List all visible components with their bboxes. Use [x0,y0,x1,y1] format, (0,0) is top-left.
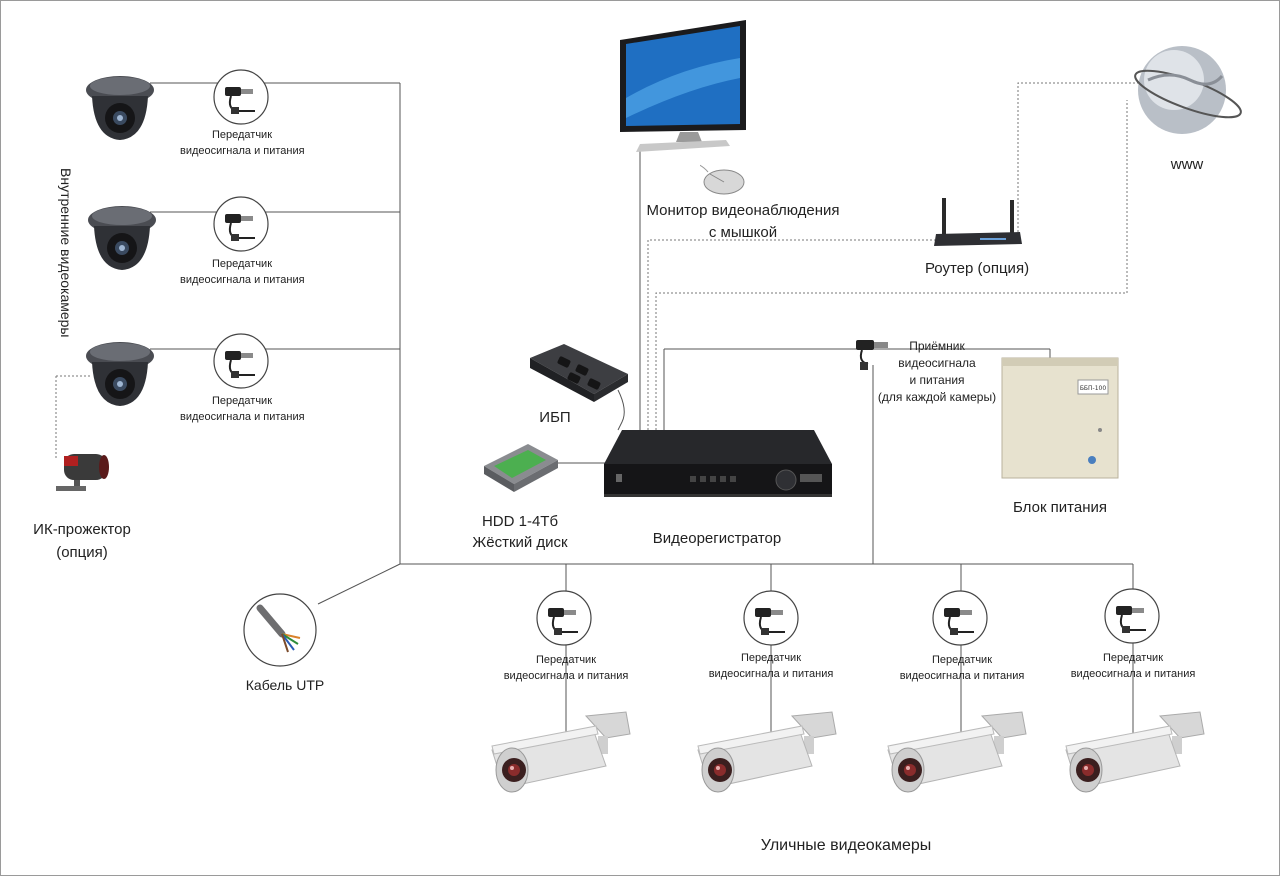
mouse-icon [700,164,745,195]
utp-cable-icon [243,593,317,667]
transmitter-label: Передатчик видеосигнала и питания [502,652,630,684]
outdoor-cameras-caption: Уличные видеокамеры [760,837,932,854]
bullet-camera-icon [697,711,837,793]
balun-icon [213,196,269,252]
transmitter-label-line2: видеосигнала и питания [503,670,629,682]
indoor-cameras-caption: Внутренние видеокамеры [58,168,74,338]
www-label: www [1170,156,1204,173]
utp-cable-label: Кабель UTP [245,677,325,693]
transmitter-label-line1: Передатчик [211,258,273,270]
power-box-icon: ББП-100 [1001,357,1119,479]
balun-icon [536,590,592,646]
balun-icon [213,69,269,125]
bullet-camera-icon [887,711,1027,793]
dome-camera-icon [86,342,154,406]
monitor-icon [620,20,746,152]
balun-icon [856,340,888,370]
receiver-label-line1: Приёмник [909,339,965,353]
transmitter-label-line1: Передатчик [1102,652,1164,664]
transmitter-label: Передатчик видеосигнала и питания [707,650,835,682]
transmitter-label: Передатчик видеосигнала и питания [180,127,305,159]
receiver-label-line3: и питания [909,373,965,387]
ups-icon [530,344,628,402]
balun-icon [743,590,799,646]
transmitter-label-line1: Передатчик [740,652,802,664]
transmitter-label: Передатчик видеосигнала и питания [1068,650,1198,682]
monitor-label-line2: с мышкой [708,224,778,241]
balun-icon [932,590,988,646]
hdd-icon [484,444,558,492]
transmitter-label-line2: видеосигнала и питания [180,411,305,423]
transmitter-label-line1: Передатчик [211,395,273,407]
dome-camera-icon [86,76,154,140]
transmitter-label-line2: видеосигнала и питания [180,274,305,286]
hdd-label-line2: Жёсткий диск [472,534,568,551]
power-box-model: ББП-100 [1080,385,1107,392]
transmitter-label: Передатчик видеосигнала и питания [898,652,1026,684]
transmitter-label: Передатчик видеосигнала и питания [180,256,305,288]
transmitter-label: Передатчик видеосигнала и питания [180,393,305,425]
receiver-label-line4: (для каждой камеры) [877,390,997,404]
monitor-label: Монитор видеонаблюдения с мышкой [636,200,850,244]
receiver-label-line2: видеосигнала [898,356,976,370]
transmitter-label-line2: видеосигнала и питания [899,670,1025,682]
transmitter-label-line1: Передатчик [535,654,597,666]
bullet-camera-icon [1065,711,1205,793]
ir-projector-label: ИК-прожектор (опция) [20,518,144,564]
transmitter-label-line1: Передатчик [211,129,273,141]
globe-icon [1134,46,1242,134]
ir-projector-icon [56,454,109,491]
transmitter-label-line2: видеосигнала и питания [180,145,305,157]
dvr-icon [604,430,832,497]
transmitter-label-line1: Передатчик [931,654,993,666]
transmitter-label-line2: видеосигнала и питания [1070,668,1196,680]
ups-label: ИБП [539,409,571,426]
dvr-label: Видеорегистратор [652,530,782,547]
receiver-label: Приёмник видеосигнала и питания (для каж… [872,338,1002,406]
ir-projector-label-line1: ИК-прожектор [33,521,131,538]
router-icon [934,198,1022,246]
bullet-camera-icon [491,711,631,793]
monitor-label-line1: Монитор видеонаблюдения [646,202,840,219]
balun-icon [213,333,269,389]
hdd-label-line1: HDD 1-4Тб [481,513,559,530]
hdd-label: HDD 1-4Тб Жёсткий диск [460,511,580,553]
router-label: Роутер (опция) [924,260,1030,277]
ir-projector-label-line2: (опция) [56,544,108,561]
transmitter-label-line2: видеосигнала и питания [708,668,834,680]
balun-icon [1104,588,1160,644]
power-supply-label: Блок питания [1013,499,1107,516]
dome-camera-icon [88,206,156,270]
